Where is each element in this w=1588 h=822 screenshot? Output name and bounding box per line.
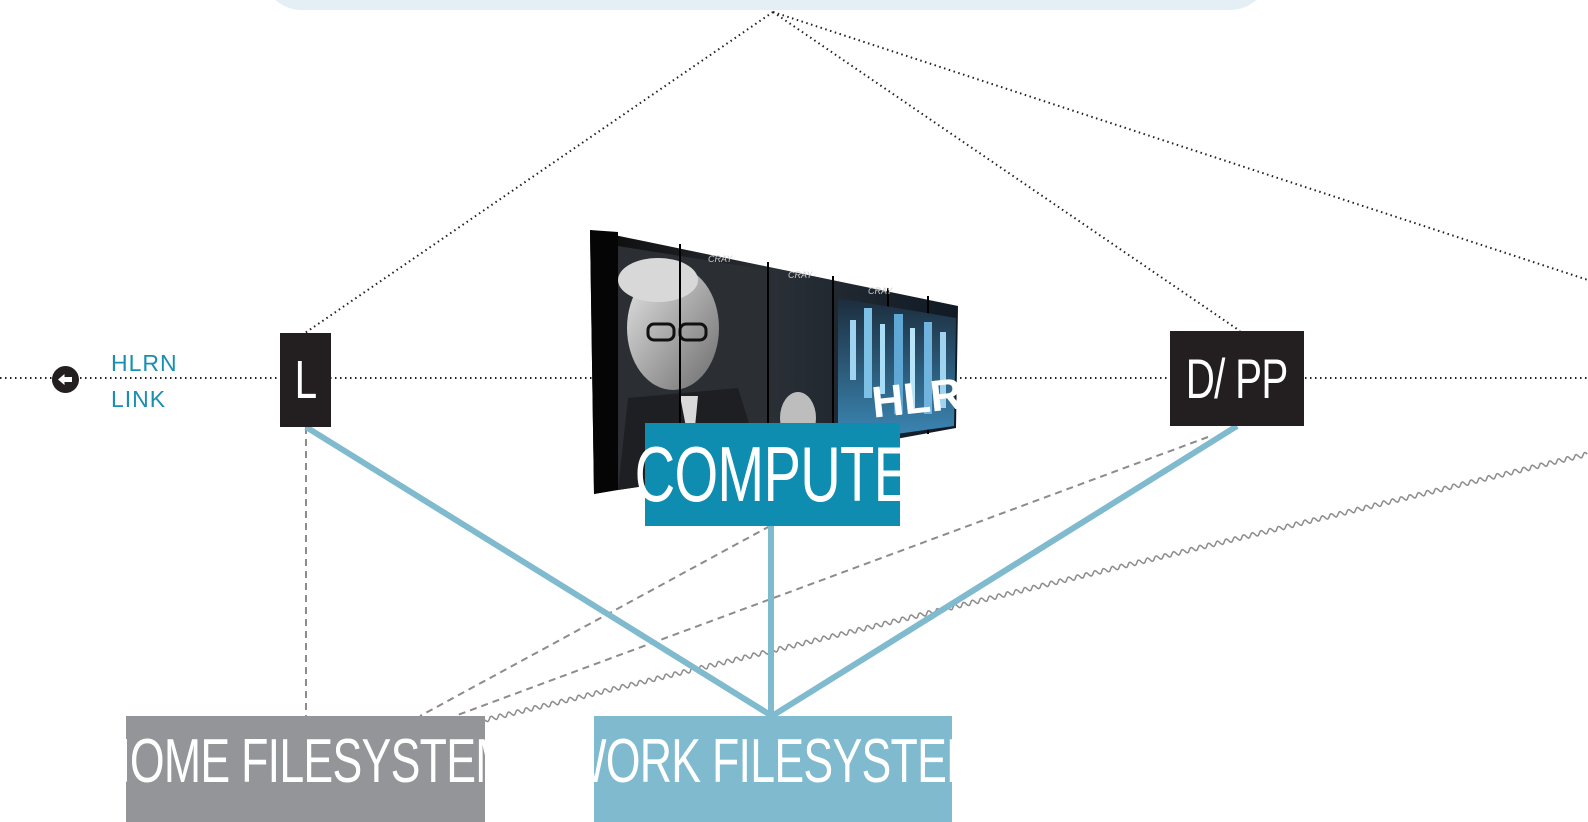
panel-label-1: CRAY [708, 254, 733, 264]
panel-label-3: CRAY [868, 286, 893, 296]
top-network-cloud [262, 0, 1270, 10]
login-to-work-line [304, 424, 774, 719]
dpp-node-label: D/ PP [1186, 347, 1288, 410]
panel-label-2: CRAY [788, 270, 813, 280]
work-filesystem-label: WORK FILESYSTEM [563, 727, 983, 796]
compute-node-label: COMPUTE [634, 430, 911, 518]
data-postprocessing-node-box[interactable]: D/ PP [1170, 331, 1304, 426]
home-filesystem-label: HOME FILESYSTEM [98, 727, 513, 796]
login-node-box[interactable]: L [280, 333, 331, 427]
dpp-to-work-line [770, 423, 1239, 719]
dpp-to-home-dashed [454, 436, 1209, 717]
machine-logo-text: HLRN [869, 366, 958, 428]
hlrn-link-button[interactable] [52, 366, 79, 393]
login-node-label: L [294, 350, 318, 410]
work-filesystem-box[interactable]: WORK FILESYSTEM [564, 716, 983, 822]
cloud-to-dpp-line [772, 11, 1241, 332]
hlrn-link-line2[interactable]: LINK [111, 386, 167, 412]
hlrn-link-line1[interactable]: HLRN [111, 350, 178, 376]
hlrn-link-label[interactable]: HLRN LINK [111, 345, 178, 417]
compute-to-home-dashed [419, 525, 771, 717]
home-filesystem-box[interactable]: HOME FILESYSTEM [99, 716, 513, 822]
home-wavy-link [484, 451, 1588, 723]
compute-node-box[interactable]: COMPUTE [635, 423, 911, 526]
arrow-left-icon [58, 374, 72, 385]
